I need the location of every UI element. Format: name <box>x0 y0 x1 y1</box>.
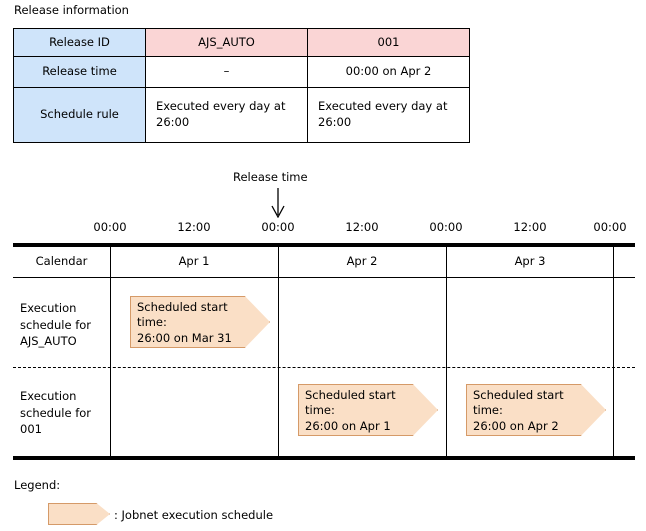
schedule-callout-001-apr-2[interactable]: Scheduled start time: 26:00 on Apr 2 <box>466 384 606 436</box>
schedule-callout-text: Scheduled start time: 26:00 on Mar 31 <box>137 300 232 345</box>
row-label-ajs-auto-line3: AJS_AUTO <box>20 334 77 349</box>
timeline-divider-1 <box>278 245 279 458</box>
cell-schedule-rule-ajs-auto: Executed every day at 26:00 <box>145 87 308 143</box>
chevron-callout-icon <box>48 503 110 525</box>
cell-schedule-rule-001: Executed every day at 26:00 <box>307 87 470 143</box>
timeline-bottom-rule <box>13 456 635 460</box>
tick-label-4: 00:00 <box>429 220 463 234</box>
tick-label-0: 00:00 <box>93 220 127 234</box>
schedule-callout-text: Scheduled start time: 26:00 on Apr 1 <box>305 388 396 433</box>
release-information-table: Release ID AJS_AUTO 001 Release time – 0… <box>13 28 470 143</box>
tick-label-3: 12:00 <box>345 220 379 234</box>
row-label-ajs-auto: Execution schedule for AJS_AUTO <box>20 300 91 350</box>
day-label-apr-1: Apr 1 <box>178 254 210 268</box>
down-arrow-icon <box>271 188 285 218</box>
row-header-schedule-rule: Schedule rule <box>13 87 146 143</box>
row-label-001-line3: 001 <box>20 422 42 437</box>
timeline-divider-3 <box>613 245 614 458</box>
cell-release-id-ajs-auto: AJS_AUTO <box>145 28 308 57</box>
release-time-marker-label: Release time <box>233 170 308 184</box>
cell-release-time-001: 00:00 on Apr 2 <box>307 56 470 88</box>
row-header-release-id: Release ID <box>13 28 146 57</box>
day-label-apr-2: Apr 2 <box>346 254 378 268</box>
timeline-divider-0 <box>110 245 111 458</box>
timeline-top-rule <box>13 243 635 247</box>
schedule-callout-001-apr-1[interactable]: Scheduled start time: 26:00 on Apr 1 <box>298 384 438 436</box>
chevron-callout-icon <box>298 384 438 436</box>
timeline-divider-2 <box>446 245 447 458</box>
row-label-001-line1: Execution <box>20 389 77 403</box>
calendar-row-separator <box>13 277 635 278</box>
legend-title: Legend: <box>14 478 61 492</box>
schedule-callout-ajs-auto-mar-31[interactable]: Scheduled start time: 26:00 on Mar 31 <box>130 296 270 348</box>
legend-swatch <box>48 503 110 525</box>
day-label-apr-3: Apr 3 <box>514 254 546 268</box>
row-label-ajs-auto-line1: Execution <box>20 301 77 315</box>
table-row-release-id: Release ID AJS_AUTO 001 <box>13 28 470 57</box>
tick-label-5: 12:00 <box>513 220 547 234</box>
legend-description: : Jobnet execution schedule <box>114 508 274 522</box>
cell-release-time-ajs-auto: – <box>145 56 308 88</box>
row-header-release-time: Release time <box>13 56 146 88</box>
tick-label-1: 12:00 <box>177 220 211 234</box>
tick-label-6: 00:00 <box>593 220 627 234</box>
chevron-callout-icon <box>130 296 270 348</box>
table-row-release-time: Release time – 00:00 on Apr 2 <box>13 56 470 88</box>
row-label-ajs-auto-line2: schedule for <box>20 317 92 332</box>
cell-release-id-001: 001 <box>307 28 470 57</box>
table-row-schedule-rule: Schedule rule Executed every day at 26:0… <box>13 87 470 143</box>
schedule-callout-text: Scheduled start time: 26:00 on Apr 2 <box>473 388 564 433</box>
execution-rows-separator <box>13 367 635 368</box>
release-information-caption: Release information <box>14 3 129 17</box>
calendar-row-label: Calendar <box>35 254 88 268</box>
row-label-001: Execution schedule for 001 <box>20 388 91 438</box>
tick-label-2: 00:00 <box>261 220 295 234</box>
chevron-callout-icon <box>466 384 606 436</box>
row-label-001-line2: schedule for <box>20 405 92 420</box>
